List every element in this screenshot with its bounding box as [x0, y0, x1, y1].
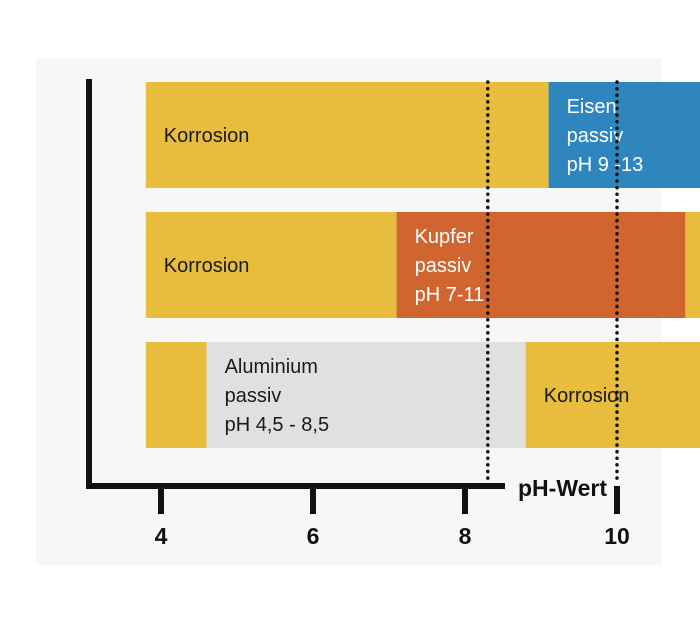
segment-label: Korrosion — [164, 125, 250, 147]
segment-label: Korrosion — [164, 255, 250, 277]
x-tick-label: 4 — [155, 523, 168, 549]
x-tick-label: 10 — [604, 523, 630, 549]
x-axis-title: pH-Wert — [518, 475, 607, 501]
bar-segment-eisen — [548, 82, 700, 188]
bar-segment-korrosion — [145, 342, 207, 448]
segment-label-line: Aluminium — [225, 356, 318, 378]
bar-row: Aluminium passiv pH 4,5 - 8,5 Korrosion — [145, 342, 700, 448]
segment-label-line: pH 4,5 - 8,5 — [225, 414, 330, 436]
axis-layer: pH-Wert — [86, 79, 607, 501]
bar-segment-korrosion — [525, 342, 700, 448]
bar-segment-korrosion — [145, 212, 397, 318]
segment-label-line: passiv — [415, 255, 472, 277]
bar-segment-korrosion — [685, 212, 700, 318]
ticks-layer: 4681012 — [155, 486, 630, 549]
bar-row: Korrosion Eisen passiv pH 9 -13 — [145, 82, 700, 188]
segment-label-line: pH 9 -13 — [567, 154, 644, 176]
segment-label: Eisen passiv pH 9 -13 — [567, 96, 644, 176]
x-tick-label: 8 — [459, 523, 472, 549]
segment-label-line: pH 7-11 — [415, 284, 485, 306]
bar-segment-aluminium — [206, 342, 526, 448]
reference-lines-layer — [486, 80, 619, 484]
segment-label-line: Korrosion — [164, 255, 250, 277]
x-tick-label: 6 — [307, 523, 320, 549]
bar-row: Korrosion Kupfer passiv pH 7-11 — [145, 212, 700, 318]
bar-segment-korrosion — [145, 82, 549, 188]
segment-label: Kupfer passiv pH 7-11 — [415, 226, 485, 306]
bar-segment-kupfer — [396, 212, 686, 318]
segment-label-line: passiv — [567, 125, 624, 147]
segment-label: Korrosion — [544, 385, 630, 407]
segment-label-line: Kupfer — [415, 226, 474, 248]
segment-label-line: Korrosion — [544, 385, 630, 407]
segment-label: Aluminium passiv pH 4,5 - 8,5 — [225, 356, 330, 436]
segment-label-line: Eisen — [567, 96, 617, 118]
segment-label-line: Korrosion — [164, 125, 250, 147]
segment-label-line: passiv — [225, 385, 282, 407]
